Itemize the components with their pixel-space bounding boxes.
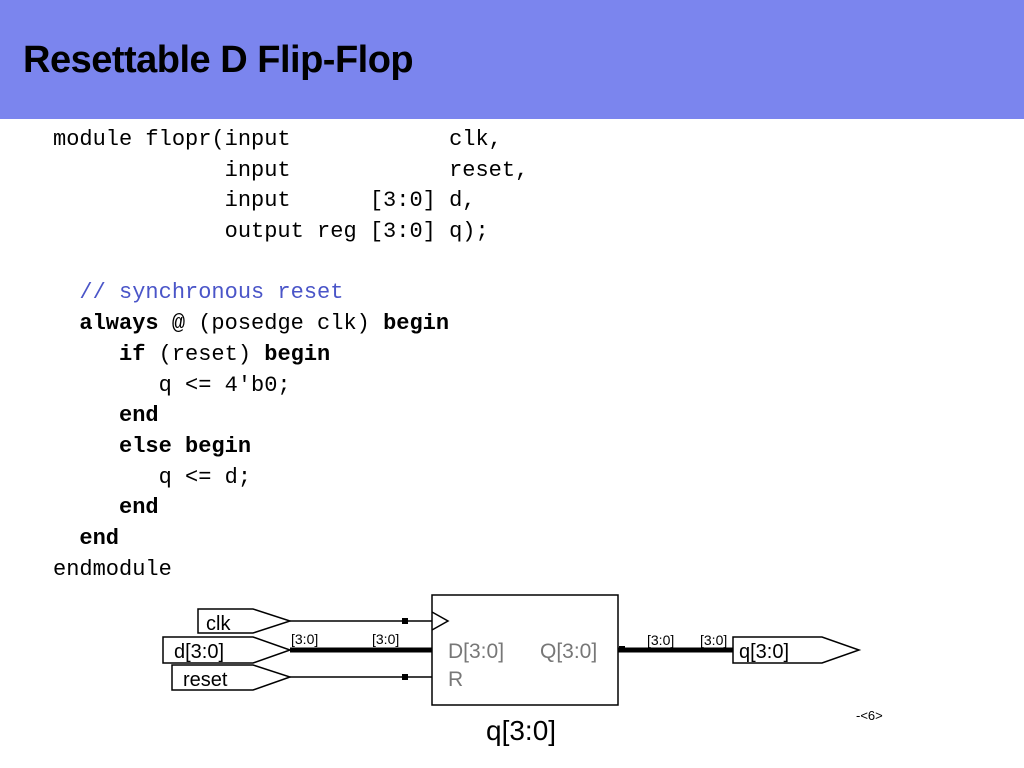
clk-input-pin [197,608,293,634]
q-junction [619,646,625,652]
q-bus-label-right: [3:0] [700,632,727,648]
page-number: -<6> [856,708,883,723]
code-text: @ (posedge clk) [158,311,384,337]
code-keyword: end [53,525,120,551]
code-line: always @ (posedge clk) begin [53,309,528,340]
code-keyword: begin [383,311,450,337]
flip-flop-schematic: clk d[3:0] [3:0] [3:0] reset D[3:0] Q[3:… [162,594,862,746]
code-line: module flopr(input clk, [53,125,528,156]
code-text: (reset) [145,341,265,367]
clk-pin-label: clk [206,613,231,635]
code-line: // synchronous reset [53,278,528,309]
code-line: input reset, [53,156,529,187]
flop-r-port: R [448,668,463,691]
code-text: q <= 4'b0; [53,372,291,398]
clock-triangle-icon [431,611,450,631]
code-text: endmodule [53,556,172,582]
slide-title: Resettable D Flip-Flop [23,39,414,81]
code-line: else begin [53,432,528,463]
title-bar [0,0,1024,119]
flop-d-port: D[3:0] [448,640,504,663]
d-bus-label-left: [3:0] [291,631,318,647]
code-line: q <= d; [53,463,528,494]
code-text: input [3:0] d, [53,188,476,214]
q-bus-label-left: [3:0] [647,632,674,648]
d-bus-label-right: [3:0] [372,631,399,647]
code-text: q <= d; [53,464,252,490]
flop-q-port: Q[3:0] [540,640,597,663]
reset-junction [402,674,408,680]
code-text: input reset, [53,157,529,183]
code-line: output reg [3:0] q); [53,217,528,248]
code-keyword: else begin [53,433,252,459]
code-text: module flopr(input clk, [53,127,502,152]
code-keyword: end [53,495,159,521]
reset-pin-label: reset [183,669,228,691]
clk-junction [402,618,408,624]
code-comment: // synchronous reset [53,280,344,306]
flop-instance-name: q[3:0] [486,715,556,746]
code-keyword: if [53,341,146,367]
code-keyword: always [53,311,159,337]
reset-input-pin [171,664,293,691]
code-line: q <= 4'b0; [53,371,528,402]
code-line: if (reset) begin [53,340,528,371]
code-block: module flopr(input clk, input reset, inp… [53,125,528,585]
code-keyword: end [53,403,159,429]
code-line: end [53,493,528,524]
q-pin-label: q[3:0] [739,641,789,663]
code-line: input [3:0] d, [53,186,528,217]
d-pin-label: d[3:0] [174,641,224,663]
code-line: end [53,524,528,555]
q-output-pin [732,636,862,664]
code-line: end [53,401,528,432]
code-keyword: begin [264,341,331,367]
code-text: output reg [3:0] q); [53,219,489,245]
code-line: endmodule [53,555,528,586]
d-input-pin [162,636,293,664]
code-line [53,248,528,279]
